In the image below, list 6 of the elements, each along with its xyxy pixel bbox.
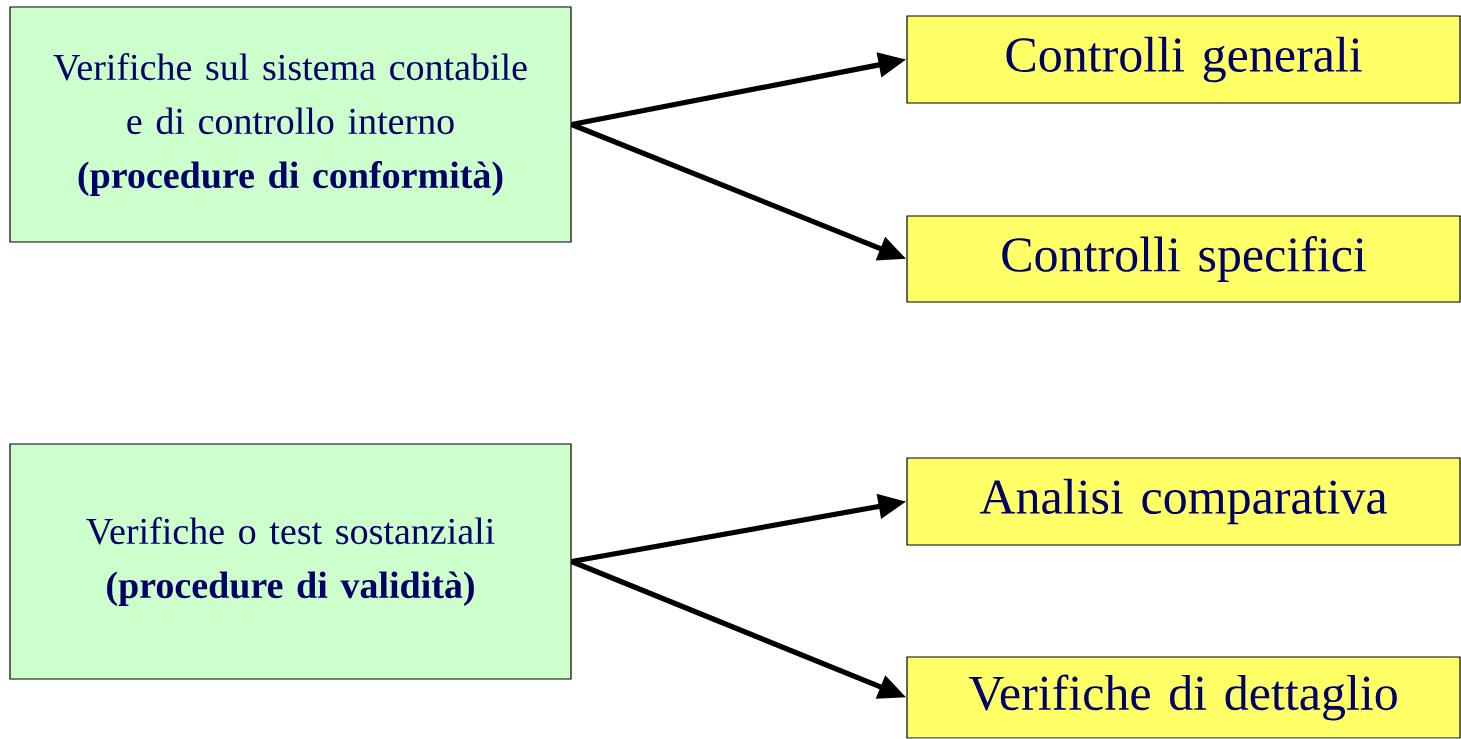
process-box: Verifiche sul sistema contabile e di controllo interno (procedure di conformità): [9, 6, 572, 243]
result-box: Controlli generali: [906, 15, 1461, 104]
result-box: Analisi comparativa: [906, 457, 1461, 546]
process-box: Verifiche o test sostanziali (procedure di validità): [9, 443, 572, 680]
result-box: Controlli specifici: [906, 215, 1461, 303]
result-box: Verifiche di dettaglio: [906, 656, 1461, 739]
